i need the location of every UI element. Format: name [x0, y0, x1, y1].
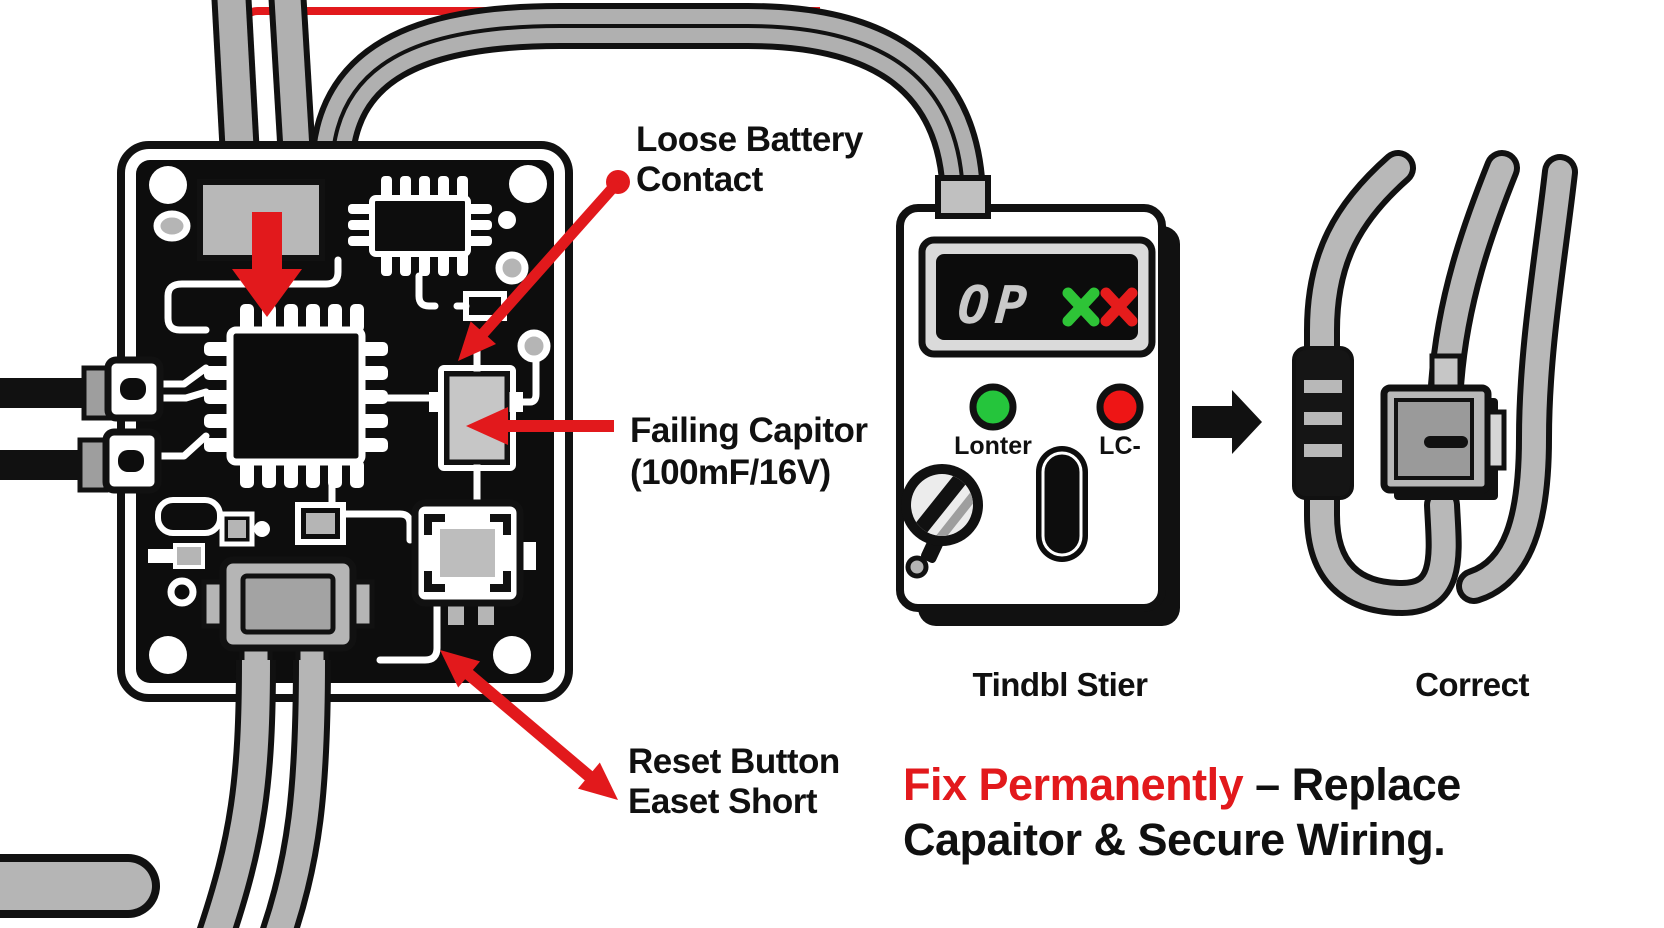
reset-short-arrow: [440, 650, 618, 800]
loose-battery-line2: Contact: [636, 160, 763, 199]
bottom-connector: [201, 556, 375, 677]
ferrite-sleeve: [1292, 346, 1354, 500]
loose-battery-line1: Loose Battery: [636, 120, 863, 159]
main-cable: [309, 3, 986, 198]
green-led: [969, 383, 1017, 431]
board-output-cables: [196, 659, 331, 928]
reset-short-label: Reset Button Easet Short: [628, 742, 840, 822]
fix-headline-rest: – Replace Capaitor & Secure Wiring.: [903, 759, 1461, 865]
red-led: [1096, 383, 1144, 431]
failing-capacitor-line2: (100mF/16V): [630, 453, 831, 492]
mounting-hole: [149, 166, 187, 204]
reset-short-line2: Easet Short: [628, 782, 817, 821]
tester-caption: Tindbl Stier: [972, 666, 1148, 703]
tester-device: [896, 175, 1180, 626]
loose-battery-label: Loose Battery Contact: [636, 120, 863, 200]
main-mcu-chip: [204, 304, 388, 488]
fix-headline-highlight: Fix Permanently: [903, 759, 1244, 810]
mounting-hole: [493, 636, 531, 674]
rotary-knob[interactable]: [901, 464, 983, 564]
red-led-label: LC-: [1099, 432, 1141, 460]
loose-battery-callout: [458, 170, 630, 361]
correct-caption: Correct: [1415, 666, 1529, 703]
indicator-dot: [905, 555, 929, 579]
secure-connector: [1380, 353, 1507, 500]
reset-short-line1: Reset Button: [628, 742, 840, 781]
correct-wiring-illustration: [1292, 150, 1578, 617]
reset-button: [411, 499, 536, 625]
green-led-label: Lonter: [954, 432, 1032, 460]
fix-headline: Fix Permanently – Replace Capaitor & Sec…: [903, 758, 1553, 868]
pcb-traces: [153, 256, 540, 664]
arrowhead-icon: [458, 321, 497, 361]
failing-capacitor-label: Failing Capitor (100mF/16V): [630, 410, 868, 494]
down-arrow-icon: [232, 212, 302, 317]
green-x-icon: [1062, 287, 1100, 327]
transition-arrow-icon: [1192, 390, 1262, 454]
circuit-board: [117, 141, 573, 702]
failing-capacitor: [429, 365, 523, 471]
failing-capacitor-arrow: [466, 407, 614, 445]
slider-switch[interactable]: [1036, 446, 1088, 562]
arrowhead-icon: [440, 650, 481, 688]
mounting-hole: [149, 636, 187, 674]
cable-ferrule: [935, 175, 991, 219]
red-x-icon: [1100, 287, 1138, 327]
red-annotations: [232, 170, 630, 800]
small-ic-chip: [348, 176, 492, 276]
tester-display-value: OP: [955, 276, 1035, 336]
arrowhead-icon: [577, 762, 618, 800]
failing-capacitor-line1: Failing Capitor: [630, 411, 868, 450]
left-wire-plugs: [0, 356, 164, 494]
arrowhead-icon: [466, 407, 508, 445]
mounting-hole: [509, 165, 547, 203]
